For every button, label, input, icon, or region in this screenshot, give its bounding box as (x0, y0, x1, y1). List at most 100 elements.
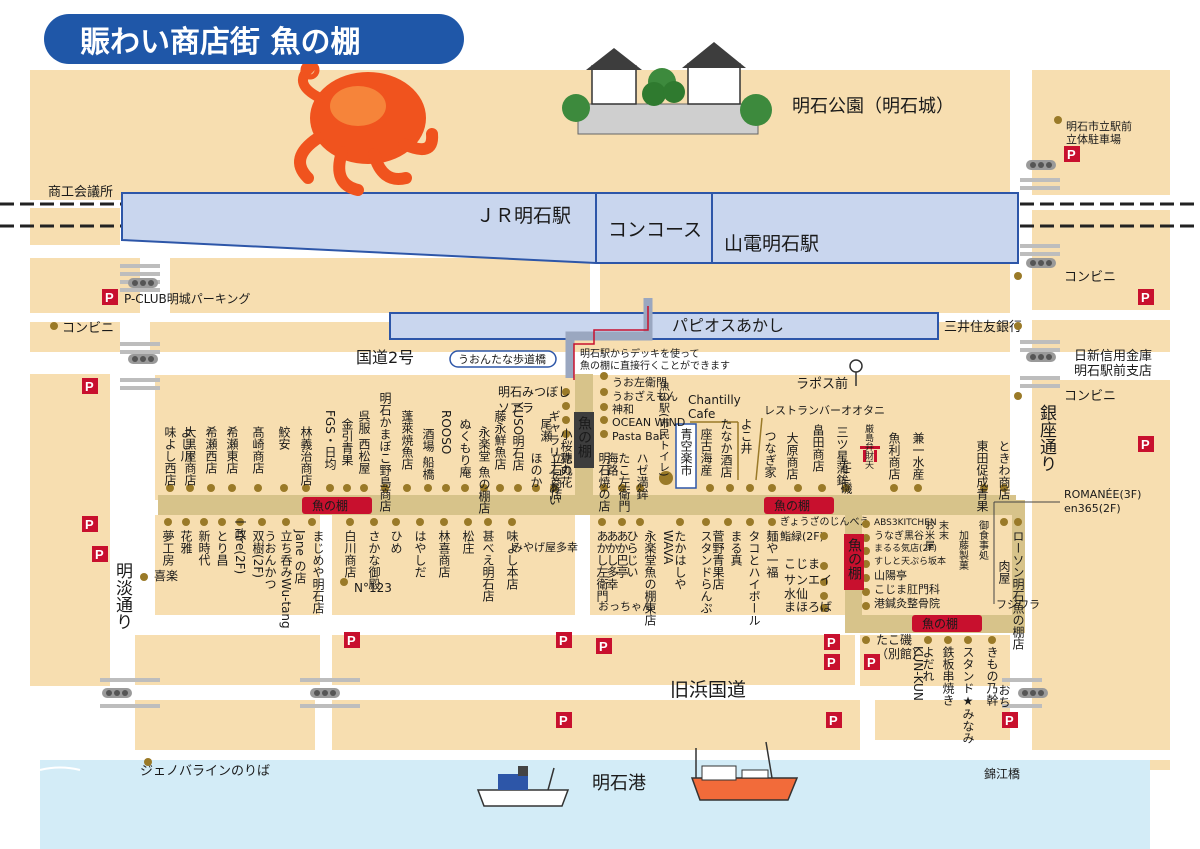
sanden-station-label: 山電明石駅 (724, 233, 819, 255)
uonotana-badge-vertical-1: 魚の棚 (574, 412, 594, 468)
aozora-box: 青空楽市 (675, 423, 697, 489)
port-label: 明石港 (592, 773, 646, 794)
shop-name: 夢工房 (161, 530, 175, 566)
shop-name: Jane の店 (293, 529, 307, 584)
shop-name: おち (997, 684, 1011, 708)
map-title: 賑わい商店街 魚の棚 (80, 25, 360, 60)
shop-name: 兼一水産 (911, 432, 925, 481)
shop-name: 味よし本店 (505, 530, 519, 590)
shop-name: お米屋 (923, 520, 935, 550)
takoiso-label: たこ磯 (876, 633, 912, 647)
jr-station-label: ＪＲ明石駅 (476, 205, 571, 227)
shop-name: 克丸 (559, 452, 573, 477)
shop-name: 林義治商店 (299, 426, 313, 486)
takoiso-sub-label: （別館） (876, 646, 924, 661)
shop-name: はやしだ (413, 530, 427, 578)
shop-name: ひらじい (625, 530, 639, 578)
shop-name: まじめや明石店 (311, 530, 325, 614)
parking-tower-label-1: 明石市立駅前 (1066, 119, 1132, 133)
svg-text:P: P (599, 639, 608, 654)
svg-text:P: P (95, 547, 104, 562)
shop-name: rire(2F) (233, 530, 247, 574)
shop-name: 花雅 (179, 529, 193, 554)
shinkin-label-1: 日新信用金庫 (1074, 348, 1152, 364)
parking-icon: P (344, 632, 360, 648)
crosswalks (100, 178, 1060, 708)
route2-label: 国道2号 (356, 348, 414, 367)
shop-name: 末末 (937, 519, 949, 541)
concourse-label: コンコース (608, 219, 702, 241)
kojima-clinic-label: こじま肛門科 (874, 582, 940, 596)
parking-icon: P (1064, 146, 1080, 162)
shop-name: 林喜商店 (437, 530, 451, 578)
shop-name: WAVA (661, 530, 675, 565)
romanee-label-1: ROMANÉE(3F) (1064, 488, 1141, 501)
parking-icon: P (102, 289, 118, 305)
shop-name: 大黒屋商店 (183, 426, 197, 486)
konbini-left-label: コンビニ (62, 321, 114, 336)
title-badge: 賑わい商店街 魚の棚 (44, 14, 464, 64)
shop-name: うおんかつ (263, 530, 277, 590)
shop-name: 味よし西店 (163, 426, 177, 486)
shop-name: 立石商店 (549, 451, 563, 500)
parking-markers: P P P P P P P P P P P P P P P P (82, 146, 1154, 728)
shop-name: たこ磯 (839, 458, 853, 494)
svg-text:P: P (1141, 290, 1150, 305)
octopus-icon (294, 60, 439, 196)
parking-icon: P (556, 712, 572, 728)
shop-name: たこ左衛門 (617, 452, 631, 512)
parking-icon: P (596, 638, 612, 654)
shop-name: 菅野青果店 (711, 530, 725, 590)
shop-name: 畠田商店 (811, 423, 825, 472)
parking-icon: P (824, 654, 840, 670)
parking-icon: P (92, 546, 108, 562)
konbini-right-1-label: コンビニ (1064, 270, 1116, 285)
shop-name: 明石みつぼし (498, 385, 570, 399)
parking-icon: P (1138, 289, 1154, 305)
shop-name: ROOSO (439, 410, 453, 454)
shop-name: 大原商店 (785, 432, 799, 480)
shop-name: 一政 (233, 516, 247, 541)
shop-name: さかな御殿 (367, 530, 381, 590)
shop-name: ギャラリーであい (547, 410, 561, 506)
uonotana-badge-vertical-1-text: 魚の棚 (576, 416, 592, 458)
kyuhama-road-label: 旧浜国道 (670, 679, 746, 701)
romanee-label-2: en365(2F) (1064, 502, 1121, 515)
uonotana-badge-vertical-2: 魚の棚 (844, 534, 864, 590)
torii-icon (860, 446, 880, 462)
aozora-dot (659, 471, 673, 485)
parking-icon: P (82, 516, 98, 532)
shop-name: ソアラ (498, 401, 534, 415)
shop-name: サンエイ (784, 573, 832, 587)
shop-name: スタンド★みなみ (961, 646, 975, 744)
shop-name: あかし多幸 (605, 530, 619, 590)
uonotana-badge-1: 魚の棚 (302, 497, 372, 514)
shop-name: 鉄板串焼き (941, 645, 955, 706)
shop-name: ほのか (529, 452, 543, 488)
shop-name: 金引青果 (340, 417, 354, 466)
shop-name: 水仙 (784, 587, 808, 601)
shop-name: 喜楽 (154, 569, 178, 583)
nishikie-label: 錦江橋 (984, 766, 1020, 781)
shop-name: よこ井 (739, 418, 753, 455)
shop-name: つなぎ家 (763, 430, 777, 478)
shop-name: 酒場 船橋 (421, 428, 435, 481)
shop-name: よだれ (921, 646, 935, 682)
parking-icon: P (1002, 712, 1018, 728)
shop-name: 呉服 西松屋 (357, 410, 371, 475)
shop-name: 蓬萊焼魚店 (400, 410, 414, 470)
ginza-street-label: 銀座通り (1036, 404, 1057, 472)
svg-text:P: P (85, 517, 94, 532)
svg-text:P: P (105, 290, 114, 305)
bridge-badge: うおんたな歩道橋 (449, 350, 557, 368)
svg-text:P: P (1141, 437, 1150, 452)
sanyotei-label: 山陽亭 (874, 568, 907, 582)
shop-name: たなか酒店 (719, 418, 733, 478)
meitan-street-label: 明淡通り (112, 562, 133, 630)
parking-icon: P (864, 654, 880, 670)
svg-text:P: P (827, 635, 836, 650)
parking-tower-label-2: 立体駐車場 (1066, 132, 1121, 146)
shop-name: 双樹(2F) (251, 530, 265, 578)
shop-name: たかはしや (673, 530, 687, 590)
